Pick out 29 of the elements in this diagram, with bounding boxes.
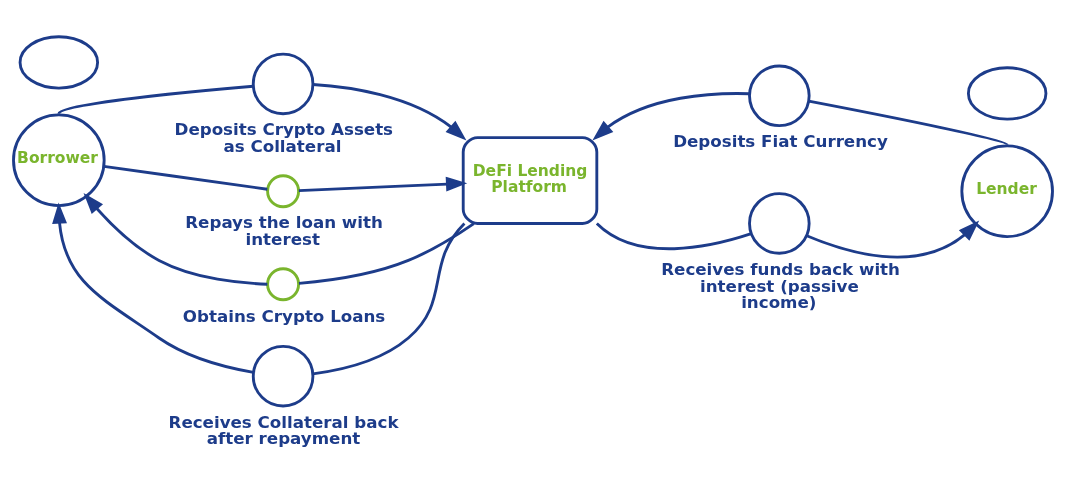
node-circle — [266, 267, 301, 302]
arrow — [312, 83, 467, 141]
node-label: Deposits Crypto Assets as Collateral — [174, 119, 394, 157]
node-cloud — [966, 66, 1048, 121]
node-box: DeFi Lending Platform — [461, 136, 599, 225]
node-label: Receives funds back with interest (passive income) — [661, 258, 900, 313]
arrow — [83, 192, 268, 286]
arrow — [806, 220, 980, 259]
connector — [808, 99, 1008, 146]
node-cloud — [18, 35, 100, 90]
arrow — [298, 176, 468, 193]
node-label: Deposits Fiat Currency — [673, 131, 888, 152]
node-circle: Borrower — [12, 113, 106, 207]
arrow — [52, 202, 254, 374]
connector — [298, 222, 475, 285]
arrow — [592, 92, 750, 141]
node-circle — [748, 192, 811, 255]
node-label: Receives Collateral back after repayment — [168, 411, 399, 449]
node-circle — [251, 344, 315, 408]
node-circle — [251, 52, 315, 116]
node-label: Obtains Crypto Loans — [182, 305, 386, 326]
connector — [57, 84, 254, 115]
node-circle: Lender — [960, 144, 1054, 238]
connector — [312, 222, 466, 376]
connector — [103, 164, 268, 191]
node-circle — [748, 64, 811, 128]
node-label: Repays the loan with interest — [185, 212, 383, 250]
connector — [595, 222, 752, 251]
node-circle — [266, 174, 301, 209]
